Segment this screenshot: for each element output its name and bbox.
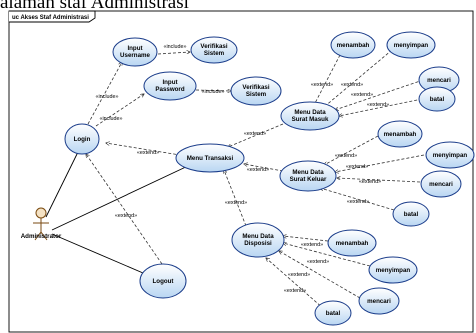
use-case-sm-menambah[interactable]: menambah — [330, 31, 376, 59]
svg-text:«extend»: «extend» — [311, 82, 333, 88]
svg-text:mencari: mencari — [429, 181, 453, 188]
svg-text:Password: Password — [155, 86, 184, 93]
use-case-verifikasi-sistem-1[interactable]: Verifikasi Sistem — [190, 36, 238, 64]
svg-text:«include»: «include» — [99, 116, 122, 122]
svg-text:«extend»: «extend» — [351, 92, 373, 98]
use-case-menu-transaksi[interactable]: Menu Transaksi — [175, 143, 245, 173]
frame-title: uc Akses Staf Administrasi — [12, 15, 89, 21]
svg-text:batal: batal — [430, 96, 445, 103]
use-case-ds-batal[interactable]: batal — [314, 300, 352, 326]
svg-text:«extend»: «extend» — [347, 199, 369, 205]
svg-text:«include»: «include» — [201, 89, 224, 95]
use-case-verifikasi-sistem-2[interactable]: Verifikasi Sistem — [230, 76, 282, 106]
actor-head — [35, 207, 47, 219]
svg-text:«extend»: «extend» — [341, 82, 363, 88]
use-case-input-password[interactable]: Input Password — [143, 71, 197, 101]
svg-text:Menu Transaksi: Menu Transaksi — [187, 155, 234, 162]
svg-text:mencari: mencari — [367, 298, 391, 305]
svg-text:«extend»: «extend» — [367, 102, 389, 108]
svg-text:«extend»: «extend» — [301, 242, 323, 248]
use-case-sk-batal[interactable]: batal — [392, 201, 430, 227]
svg-text:«extend»: «extend» — [346, 164, 368, 170]
svg-text:menambah: menambah — [337, 42, 370, 49]
svg-text:Verifikasi: Verifikasi — [242, 84, 269, 91]
svg-text:«extend»: «extend» — [359, 179, 381, 185]
use-case-menu-data-surat-keluar[interactable]: Menu Data Surat Keluar — [279, 160, 337, 192]
use-case-sm-batal[interactable]: batal — [418, 86, 456, 112]
use-case-label: Login — [74, 136, 91, 143]
associations — [45, 151, 191, 277]
svg-text:«extend»: «extend» — [288, 272, 310, 278]
diagram-frame: uc Akses Staf Administrasi — [8, 10, 474, 333]
svg-text:Verifikasi: Verifikasi — [200, 43, 227, 50]
svg-text:«include»: «include» — [95, 94, 118, 100]
svg-text:«extend»: «extend» — [137, 150, 159, 156]
svg-text:Surat Keluar: Surat Keluar — [290, 176, 327, 183]
use-case-sm-mencari[interactable]: mencari — [418, 66, 460, 94]
use-case-ds-menyimpan[interactable]: menyimpan — [368, 256, 418, 284]
svg-text:«extend»: «extend» — [247, 167, 269, 173]
svg-text:«extend»: «extend» — [307, 259, 329, 265]
dependencies: «include» «include» «include» «include» … — [86, 44, 425, 310]
use-case-menu-data-disposisi[interactable]: Menu Data Disposisi — [231, 222, 285, 258]
svg-text:«extend»: «extend» — [284, 288, 306, 294]
actor-label: Administrator — [21, 233, 62, 240]
use-case-input-username[interactable]: Input Username — [112, 37, 158, 67]
svg-text:menambah: menambah — [336, 240, 369, 247]
use-case-sk-mencari[interactable]: mencari — [420, 170, 462, 198]
svg-text:Logout: Logout — [153, 278, 174, 285]
use-case-ds-menambah[interactable]: menambah — [327, 229, 377, 257]
svg-text:«extend»: «extend» — [335, 153, 357, 159]
svg-text:Sistem: Sistem — [204, 50, 225, 57]
svg-text:Input: Input — [127, 45, 142, 52]
use-case-sm-menyimpan[interactable]: menyimpan — [386, 31, 436, 59]
svg-text:Input: Input — [162, 79, 177, 86]
svg-text:Disposisi: Disposisi — [244, 240, 272, 247]
svg-text:menambah: menambah — [384, 131, 417, 138]
svg-text:«extend»: «extend» — [244, 131, 266, 137]
use-case-logout[interactable]: Logout — [139, 263, 187, 299]
use-case-login[interactable]: Login — [64, 123, 100, 155]
svg-text:menyimpan: menyimpan — [433, 152, 468, 159]
svg-text:Menu Data: Menu Data — [242, 233, 274, 240]
use-case-ds-mencari[interactable]: mencari — [358, 287, 400, 315]
svg-text:mencari: mencari — [427, 77, 451, 84]
actor-administrator[interactable]: Administrator — [21, 207, 62, 241]
svg-text:Surat Masuk: Surat Masuk — [292, 116, 329, 123]
use-case-sk-menambah[interactable]: menambah — [377, 120, 423, 148]
svg-text:«include»: «include» — [163, 44, 186, 50]
page-caption: alaman staf Administrasi — [0, 0, 189, 13]
svg-text:Menu Data: Menu Data — [294, 109, 326, 116]
svg-text:batal: batal — [404, 211, 419, 218]
svg-text:batal: batal — [326, 310, 341, 317]
svg-text:menyimpan: menyimpan — [394, 42, 429, 49]
svg-text:«extend»: «extend» — [225, 200, 247, 206]
use-case-sk-menyimpan[interactable]: menyimpan — [425, 141, 475, 169]
svg-text:menyimpan: menyimpan — [376, 267, 411, 274]
svg-text:Username: Username — [120, 52, 150, 59]
use-case-menu-data-surat-masuk[interactable]: Menu Data Surat Masuk — [280, 101, 340, 131]
svg-text:Sistem: Sistem — [246, 91, 267, 98]
svg-text:«extend»: «extend» — [115, 213, 137, 219]
svg-text:Menu Data: Menu Data — [292, 169, 324, 176]
